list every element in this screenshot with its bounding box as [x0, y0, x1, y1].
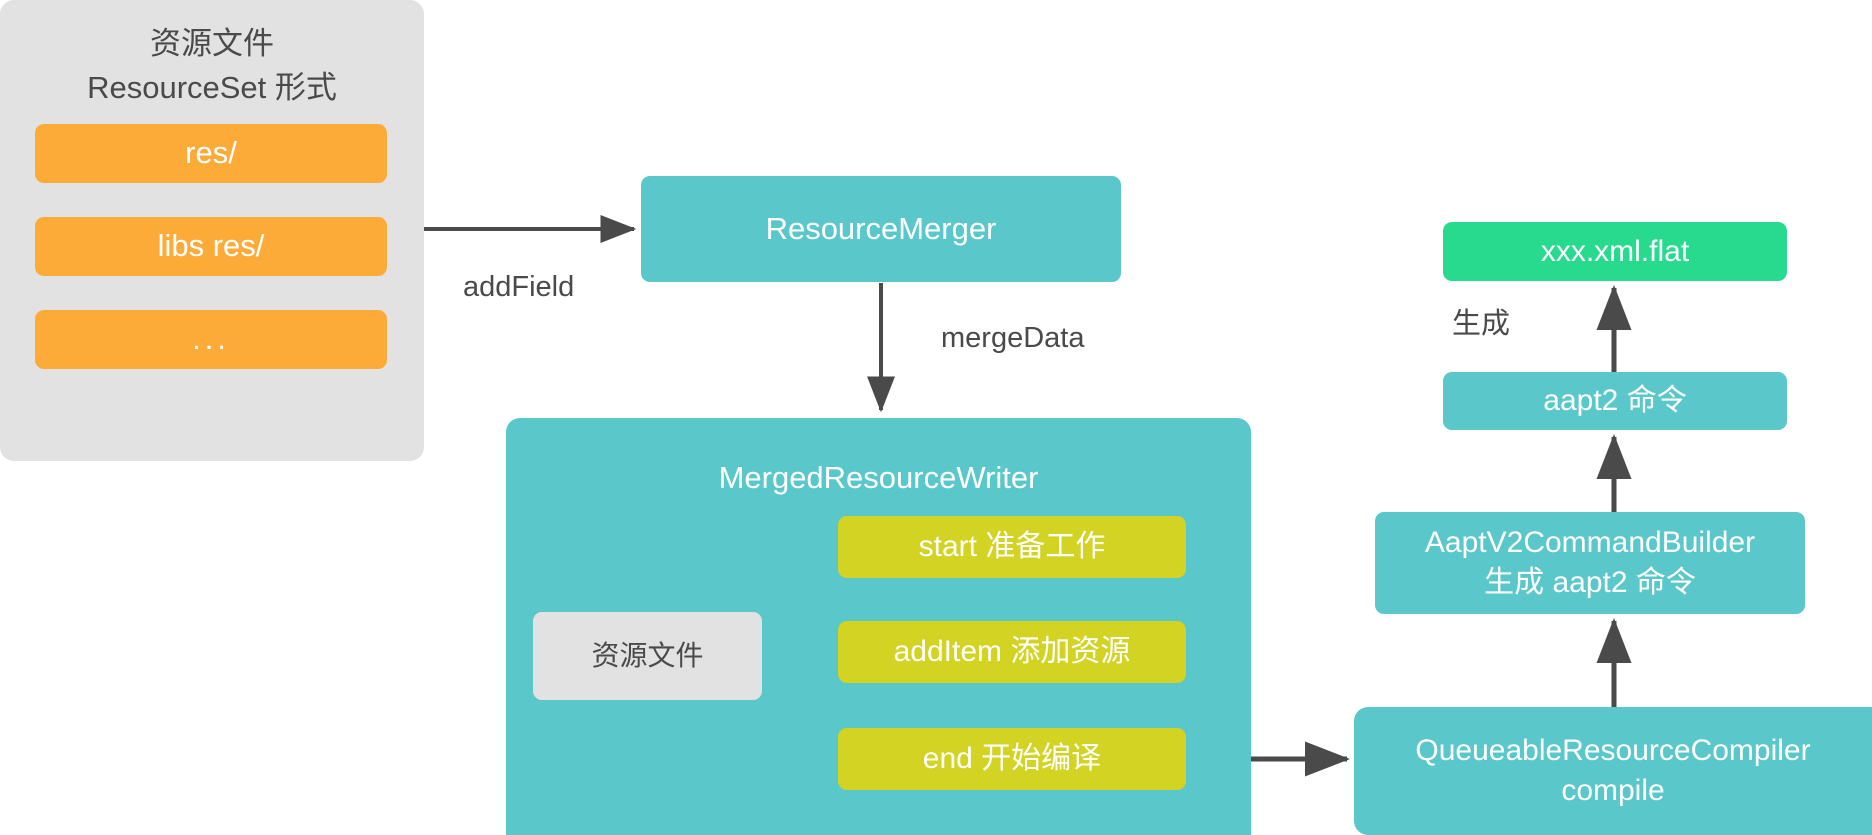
resourceset-item-res[interactable]: res/	[35, 124, 387, 183]
node-step-additem[interactable]: addItem 添加资源	[838, 621, 1186, 683]
node-queueable-resource-compiler[interactable]: QueueableResourceCompiler compile	[1354, 707, 1872, 835]
node-aaptv2-command-builder[interactable]: AaptV2CommandBuilder 生成 aapt2 命令	[1375, 512, 1805, 614]
merged-resource-writer-title: MergedResourceWriter	[718, 460, 1039, 495]
edge-label-mergedata: mergeData	[941, 322, 1085, 354]
node-step-start[interactable]: start 准备工作	[838, 516, 1186, 578]
node-aapt2-command[interactable]: aapt2 命令	[1443, 372, 1787, 430]
node-xml-flat[interactable]: xxx.xml.flat	[1443, 222, 1787, 281]
resourceset-panel: 资源文件 ResourceSet 形式 res/ libs res/ ...	[0, 0, 424, 461]
node-inner-resource-file[interactable]: 资源文件	[533, 612, 762, 700]
resourceset-item-more[interactable]: ...	[35, 310, 387, 369]
node-step-end[interactable]: end 开始编译	[838, 728, 1186, 790]
resourceset-panel-title: 资源文件 ResourceSet 形式	[87, 26, 337, 106]
edge-label-addfield: addField	[463, 271, 575, 303]
edge-label-shengcheng: 生成	[1452, 308, 1511, 340]
resourceset-item-libs-res[interactable]: libs res/	[35, 217, 387, 276]
node-resource-merger[interactable]: ResourceMerger	[641, 176, 1121, 282]
